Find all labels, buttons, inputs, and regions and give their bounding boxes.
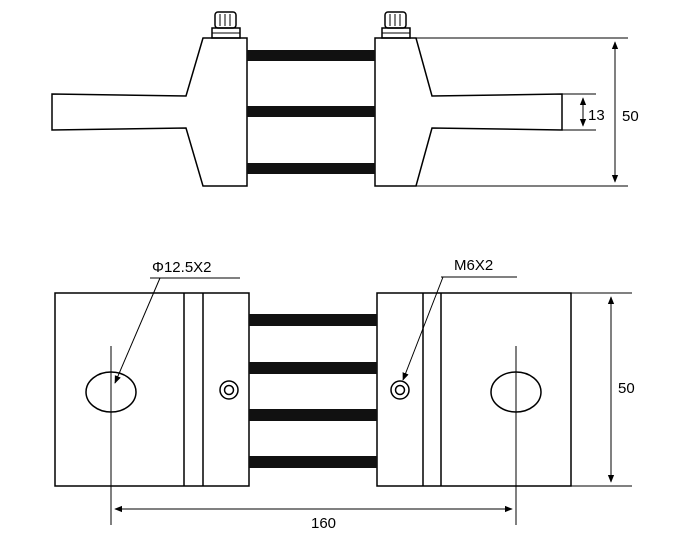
front-manganin-bar-3 (249, 409, 377, 421)
front-left-screw-hole (219, 380, 239, 400)
top-height-dimension: 50 (416, 37, 639, 187)
front-right-screw-hole (390, 380, 410, 400)
front-manganin-bar-2 (249, 362, 377, 374)
top-manganin-bar-1 (247, 50, 375, 61)
front-left-terminal (54, 292, 250, 487)
top-bar-label: 13 (588, 107, 605, 124)
hole-spacing-label: 160 (311, 515, 336, 532)
front-height-label: 50 (618, 380, 635, 397)
front-height-dimension: 50 (571, 292, 635, 487)
screw-callout-label: M6X2 (454, 257, 493, 274)
front-right-terminal (376, 292, 572, 487)
top-right-terminal (374, 37, 563, 187)
hole-callout-label: Φ12.5X2 (152, 259, 212, 276)
top-bar-dimension: 13 (562, 93, 605, 131)
front-manganin-bar-1 (249, 314, 377, 326)
screw-callout: M6X2 (402, 257, 517, 381)
top-manganin-bar-2 (247, 106, 375, 117)
front-manganin-bar-4 (249, 456, 377, 468)
top-view: 50 13 (51, 11, 639, 187)
top-height-label: 50 (622, 108, 639, 125)
top-manganin-bar-3 (247, 163, 375, 174)
top-left-terminal (51, 37, 248, 187)
top-right-sense-screw (381, 11, 411, 39)
hole-spacing-dimension: 160 (114, 505, 513, 532)
front-view: Φ12.5X2 M6X2 50 160 (54, 257, 635, 532)
hole-callout: Φ12.5X2 (114, 259, 240, 384)
top-left-sense-screw (211, 11, 241, 39)
